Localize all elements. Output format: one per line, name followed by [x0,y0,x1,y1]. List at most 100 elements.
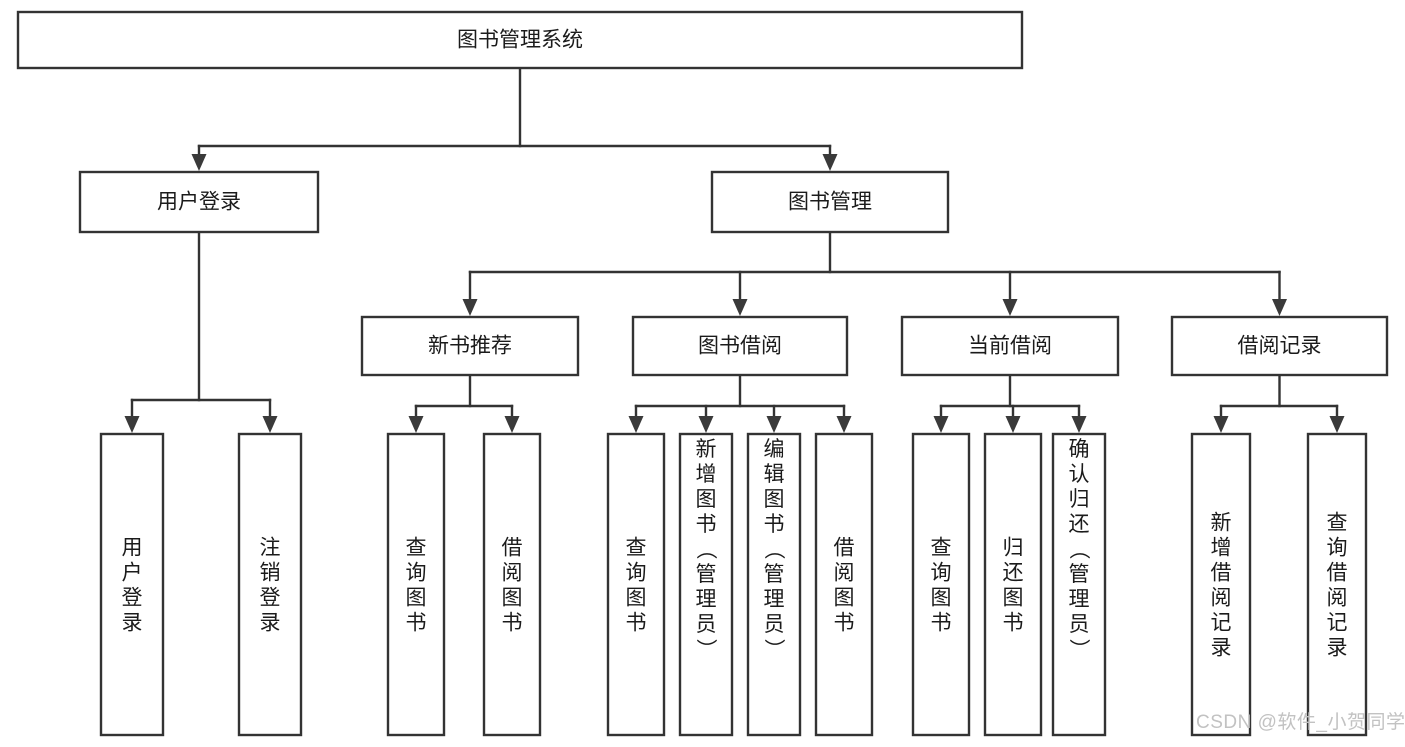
svg-text:编: 编 [764,438,785,461]
node-book-borrow[interactable]: 图书借阅 [631,315,849,377]
node-borrow-record[interactable]: 借阅记录 [1170,315,1389,377]
svg-text:户: 户 [122,562,143,585]
svg-text:录: 录 [1211,637,1232,660]
svg-text:图: 图 [626,587,647,610]
node-root[interactable]: 图书管理系统 [16,10,1024,70]
node-box-leaf-brw-edit-book [746,432,802,737]
node-current-borrow[interactable]: 当前借阅 [900,315,1120,377]
edge-group-borrow-record [1213,373,1345,433]
node-box-new-book-rec [360,315,580,377]
svg-text:管: 管 [764,563,785,586]
svg-text:）: ） [762,639,785,660]
svg-text:录: 录 [260,612,281,635]
node-box-leaf-cur-return-book [983,432,1043,737]
node-leaf-user-login[interactable]: 用户登录 [99,432,165,737]
svg-text:管: 管 [696,563,717,586]
svg-text:（: （ [762,539,785,560]
svg-text:书: 书 [696,513,717,536]
svg-text:询: 询 [626,562,647,585]
svg-text:图: 图 [502,587,523,610]
svg-text:查: 查 [406,537,427,560]
svg-text:图: 图 [764,488,785,511]
node-new-book-rec[interactable]: 新书推荐 [360,315,580,377]
svg-text:查: 查 [626,537,647,560]
node-box-borrow-record [1170,315,1389,377]
node-label-borrow-record: 借阅记录 [1238,335,1322,358]
node-box-leaf-rec-query-book [386,432,446,737]
svg-text:阅: 阅 [834,562,855,585]
node-box-book-borrow [631,315,849,377]
svg-text:新: 新 [1211,512,1232,535]
edge-group-book-manage [462,230,1287,316]
svg-text:员: 员 [764,613,785,636]
svg-text:理: 理 [696,588,717,611]
node-box-leaf-rec-add-record [1190,432,1252,737]
edge-group-book-borrow [628,373,852,433]
svg-text:增: 增 [1211,537,1232,560]
node-box-user-login [78,170,320,234]
node-box-leaf-brw-borrow-book [814,432,874,737]
svg-text:图: 图 [406,587,427,610]
svg-text:（: （ [694,539,717,560]
svg-text:图: 图 [1003,587,1024,610]
svg-text:借: 借 [834,537,855,560]
svg-text:书: 书 [502,612,523,635]
svg-text:归: 归 [1003,537,1024,560]
svg-text:图: 图 [696,488,717,511]
svg-text:阅: 阅 [1211,587,1232,610]
node-label-current-borrow: 当前借阅 [968,335,1052,358]
node-user-login[interactable]: 用户登录 [78,170,320,234]
node-box-root [16,10,1024,70]
svg-text:书: 书 [931,612,952,635]
svg-text:借: 借 [502,537,523,560]
node-box-leaf-brw-add-book [678,432,734,737]
svg-text:管: 管 [1069,563,1090,586]
svg-text:记: 记 [1327,612,1348,635]
svg-text:新: 新 [696,438,717,461]
node-box-leaf-brw-query-book [606,432,666,737]
svg-text:理: 理 [764,588,785,611]
svg-text:）: ） [694,639,717,660]
svg-text:阅: 阅 [1327,587,1348,610]
svg-text:销: 销 [260,562,281,585]
node-label-leaf-user-login: 用户登录 [122,537,143,635]
svg-text:注: 注 [260,537,281,560]
svg-text:还: 还 [1069,513,1090,536]
node-box-leaf-rec-borrow-book [482,432,542,737]
svg-text:书: 书 [834,612,855,635]
node-label-root: 图书管理系统 [457,29,583,52]
svg-text:询: 询 [406,562,427,585]
svg-text:书: 书 [1003,612,1024,635]
svg-text:查: 查 [931,537,952,560]
node-label-user-login: 用户登录 [157,191,241,214]
svg-text:询: 询 [931,562,952,585]
node-box-leaf-rec-query-record [1306,432,1368,737]
edge-group-root [191,66,838,171]
svg-text:借: 借 [1211,562,1232,585]
svg-text:录: 录 [122,612,143,635]
edge-group-user-login [124,230,278,433]
svg-text:用: 用 [122,537,143,560]
svg-text:登: 登 [122,587,143,610]
node-book-manage[interactable]: 图书管理 [710,170,950,234]
svg-text:理: 理 [1069,588,1090,611]
svg-text:员: 员 [696,613,717,636]
